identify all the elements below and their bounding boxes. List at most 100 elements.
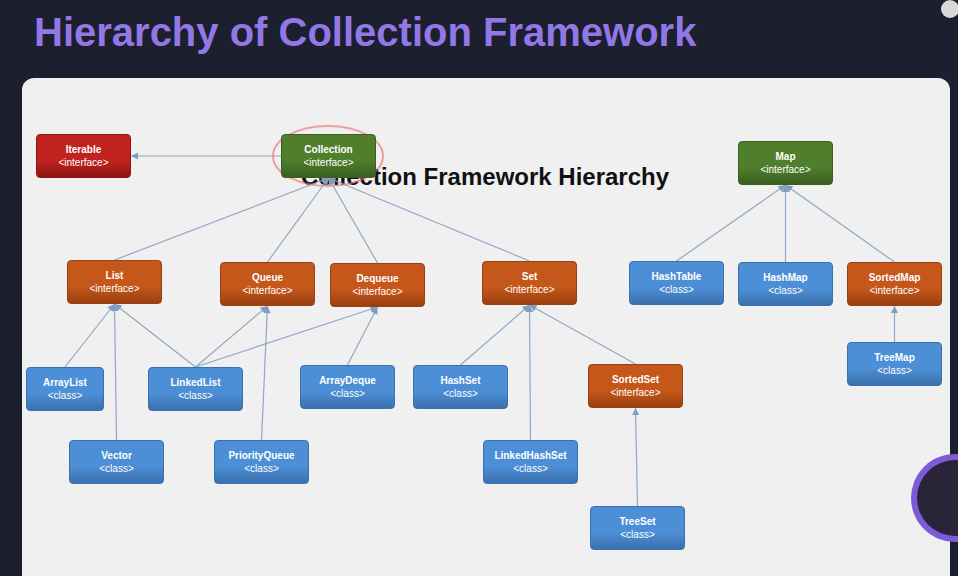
type-kind: <interface> (303, 156, 353, 169)
connector-line (196, 306, 268, 367)
type-kind: <class> (178, 389, 212, 402)
corner-icon (941, 0, 958, 18)
type-kind: <class> (330, 387, 364, 400)
presenter-avatar (911, 454, 958, 542)
class-box: ArrayList<class> (26, 367, 104, 411)
type-kind: <class> (659, 283, 693, 296)
type-kind: <interface> (58, 156, 108, 169)
class-box: SortedMap<interface> (847, 262, 942, 306)
inheritance-arrow (196, 306, 378, 367)
type-name: Set (522, 270, 538, 283)
inheritance-arrow (786, 185, 895, 262)
inheritance-arrow (65, 304, 115, 367)
inheritance-arrow (526, 305, 533, 440)
connector-line (677, 185, 786, 261)
inheritance-arrow (196, 306, 268, 367)
type-kind: <class> (99, 462, 133, 475)
type-name: Iterable (66, 143, 102, 156)
class-box: LinkedList<class> (148, 367, 243, 411)
arrow-head (115, 304, 123, 311)
class-box: SortedSet<interface> (588, 364, 683, 408)
class-box: HashSet<class> (413, 365, 508, 409)
inheritance-arrow (111, 304, 118, 440)
type-kind: <interface> (760, 163, 810, 176)
type-name: ArrayList (43, 376, 87, 389)
class-box: Collection<interface> (281, 134, 376, 178)
class-box: HashMap<class> (738, 262, 833, 306)
type-name: Dequeue (356, 272, 398, 285)
type-name: HashSet (440, 374, 480, 387)
inheritance-arrow (262, 306, 271, 440)
inheritance-arrow (530, 305, 636, 364)
class-box: PriorityQueue<class> (214, 440, 309, 484)
type-name: LinkedList (170, 376, 220, 389)
inheritance-arrow (632, 408, 639, 506)
connector-line (115, 178, 329, 260)
class-box: ArrayDeque<class> (300, 365, 395, 409)
inheritance-arrow (115, 177, 329, 260)
type-kind: <interface> (89, 282, 139, 295)
connector-line (530, 305, 636, 364)
type-kind: <class> (244, 462, 278, 475)
type-kind: <interface> (869, 284, 919, 297)
connector-line (115, 304, 117, 440)
connector-line (65, 304, 115, 367)
class-box: TreeMap<class> (847, 342, 942, 386)
connector-line (262, 306, 268, 440)
type-name: TreeSet (619, 515, 655, 528)
inheritance-arrow (131, 153, 281, 160)
type-kind: <class> (513, 462, 547, 475)
connector-line (115, 304, 196, 367)
connector-line (348, 307, 378, 365)
class-box: List<interface> (67, 260, 162, 304)
type-name: Collection (304, 143, 352, 156)
class-box: TreeSet<class> (590, 506, 685, 550)
type-name: Map (776, 150, 796, 163)
page-title: Hierarchy of Collection Framework (34, 10, 696, 55)
type-name: PriorityQueue (228, 449, 294, 462)
class-box: Map<interface> (738, 141, 833, 185)
connector-line (329, 178, 530, 261)
type-name: SortedSet (612, 373, 659, 386)
type-kind: <class> (877, 364, 911, 377)
arrow-head (371, 307, 377, 315)
type-name: TreeMap (874, 351, 915, 364)
connector-line (461, 305, 530, 365)
inheritance-arrow (348, 307, 378, 365)
inheritance-arrow (268, 178, 329, 262)
class-box: Iterable<interface> (36, 134, 131, 178)
type-kind: <class> (443, 387, 477, 400)
type-name: HashMap (763, 271, 807, 284)
class-box: Vector<class> (69, 440, 164, 484)
type-kind: <interface> (504, 283, 554, 296)
arrow-head (891, 306, 898, 313)
type-name: SortedMap (869, 271, 921, 284)
highlight-circle (273, 126, 383, 186)
inheritance-arrow (891, 306, 898, 342)
inheritance-arrow (115, 304, 196, 367)
arrow-head (264, 306, 271, 313)
class-box: Set<interface> (482, 261, 577, 305)
connector-line (196, 307, 378, 367)
type-kind: <interface> (242, 284, 292, 297)
arrow-head (530, 305, 538, 311)
connector-line (530, 305, 531, 440)
class-box: Queue<interface> (220, 262, 315, 306)
inheritance-arrow (782, 185, 789, 262)
connector-line (636, 408, 638, 506)
inheritance-arrow (677, 185, 786, 261)
arrow-head (329, 177, 337, 183)
presenter-avatar-inner (917, 460, 958, 536)
arrow-head (322, 178, 329, 186)
type-name: Queue (252, 271, 283, 284)
type-kind: <interface> (352, 285, 402, 298)
type-kind: <interface> (610, 386, 660, 399)
class-box: HashTable<class> (629, 261, 724, 305)
class-box: Dequeue<interface> (330, 263, 425, 307)
type-name: List (106, 269, 124, 282)
type-name: HashTable (652, 270, 702, 283)
arrow-head (786, 185, 794, 192)
connector-line (786, 185, 895, 262)
arrow-head (632, 408, 639, 415)
connector-line (785, 185, 786, 262)
